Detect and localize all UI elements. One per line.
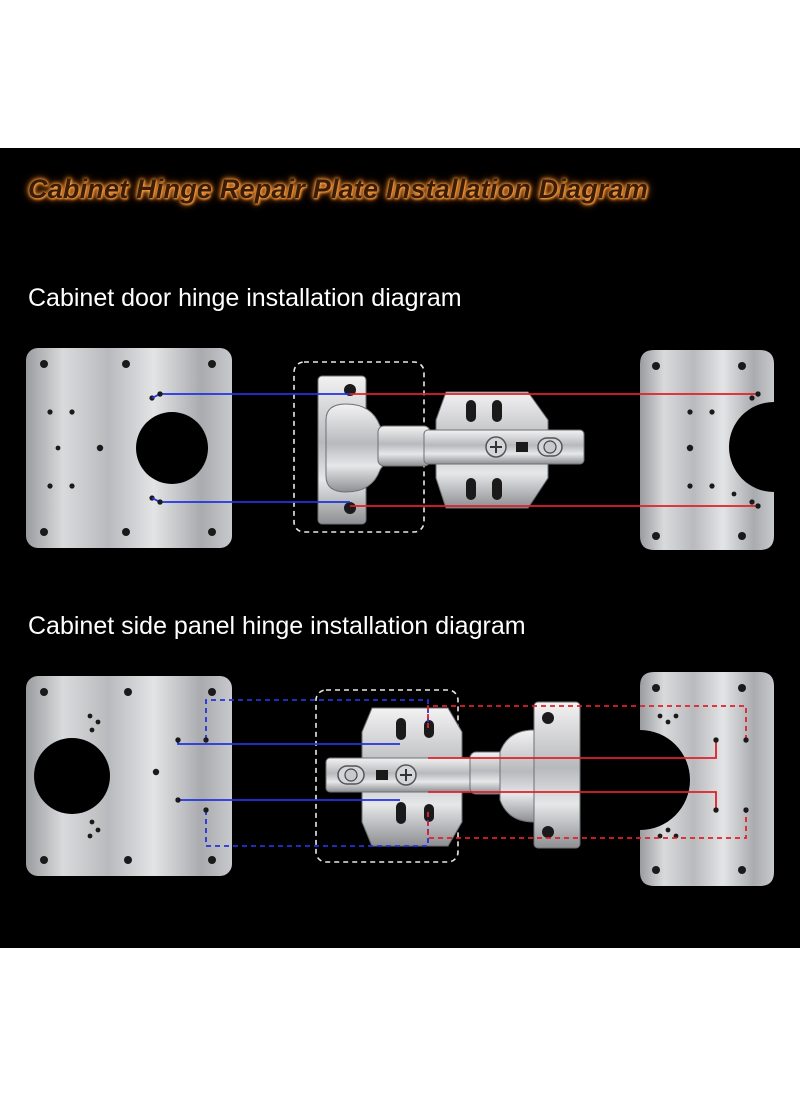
connector-lines-side-red-dashed <box>427 705 747 839</box>
section-heading-side-panel: Cabinet side panel hinge installation di… <box>28 612 526 640</box>
repair-plate-door-right <box>640 350 774 550</box>
concealed-hinge-side <box>325 701 581 849</box>
repair-plate-door-left <box>26 348 232 548</box>
repair-plate-side-left <box>26 676 232 876</box>
section-heading-door: Cabinet door hinge installation diagram <box>28 284 462 312</box>
page-title: Cabinet Hinge Repair Plate Installation … <box>28 174 649 204</box>
connector-lines-door-red <box>350 393 758 507</box>
connector-lines-side-red <box>428 740 717 810</box>
connector-lines-side-blue-dashed <box>205 699 429 847</box>
concealed-hinge-door <box>317 375 585 525</box>
side-panel-section <box>26 672 774 886</box>
repair-plate-side-right <box>640 672 774 886</box>
door-section <box>26 348 774 550</box>
